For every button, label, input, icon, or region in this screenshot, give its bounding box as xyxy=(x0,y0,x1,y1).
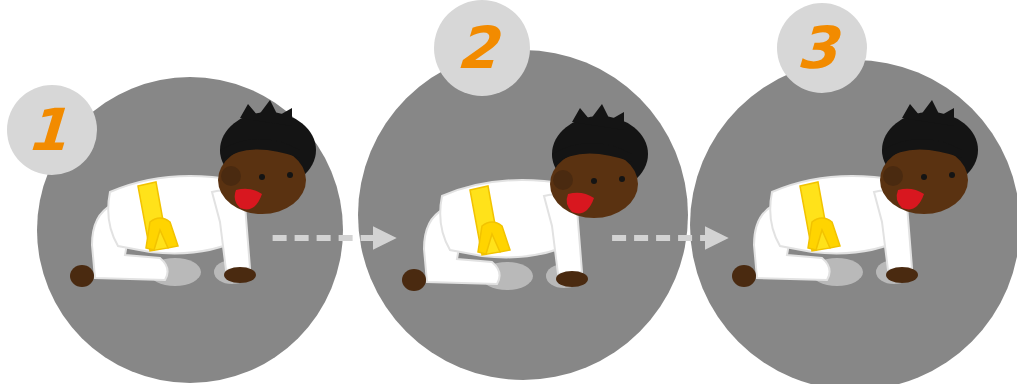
step-number: 3 xyxy=(799,19,845,77)
number-badge: 1 xyxy=(7,85,97,175)
step-number: 1 xyxy=(29,101,75,159)
step-number: 2 xyxy=(459,19,505,77)
number-badge: 3 xyxy=(777,3,867,93)
number-badge: 2 xyxy=(434,0,530,96)
